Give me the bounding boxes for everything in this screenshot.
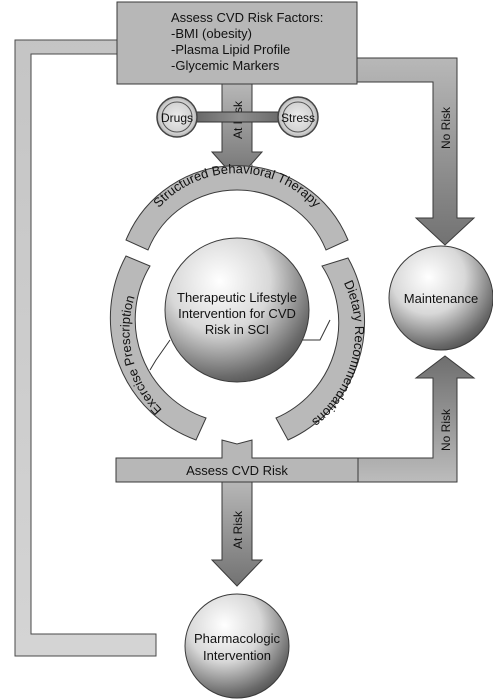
maintenance-sphere xyxy=(388,245,493,351)
bottom-no-risk-arrow xyxy=(349,355,476,483)
risk-factor-item: -BMI (obesity) xyxy=(171,26,252,41)
connector-line xyxy=(300,319,331,341)
stress-label: Stress xyxy=(281,111,315,125)
risk-factors-title: Assess CVD Risk Factors: xyxy=(171,10,323,25)
pharmacologic-label: Pharmacologic xyxy=(194,631,280,646)
central-sphere xyxy=(164,237,310,383)
top-no-risk-label: No Risk xyxy=(439,106,453,149)
connector-line xyxy=(149,339,171,371)
drugs-label: Drugs xyxy=(161,111,193,125)
assess-risk-box xyxy=(115,439,359,483)
risk-factors-box xyxy=(116,1,358,85)
pharmacologic-label: Intervention xyxy=(203,648,271,663)
bottom-no-risk-label: No Risk xyxy=(439,408,453,451)
stress-node xyxy=(277,96,319,138)
risk-factor-item: -Plasma Lipid Profile xyxy=(171,42,290,57)
arc-dietary xyxy=(275,257,366,441)
maintenance-label: Maintenance xyxy=(404,291,478,306)
bottom-at-risk-arrow xyxy=(210,479,264,587)
pharmacologic-sphere xyxy=(184,593,290,699)
center-text-line: Therapeutic Lifestyle xyxy=(177,290,297,305)
risk-factor-item: -Glycemic Markers xyxy=(171,58,280,73)
drugs-node xyxy=(156,96,198,138)
arc-exercise xyxy=(109,255,207,441)
center-text-line: Risk in SCI xyxy=(205,322,269,337)
bottom-at-risk-label: At Risk xyxy=(231,510,245,549)
arc-behavioral xyxy=(125,165,349,251)
center-text-line: Intervention for CVD xyxy=(178,306,296,321)
assess-risk-label: Assess CVD Risk xyxy=(186,463,288,478)
